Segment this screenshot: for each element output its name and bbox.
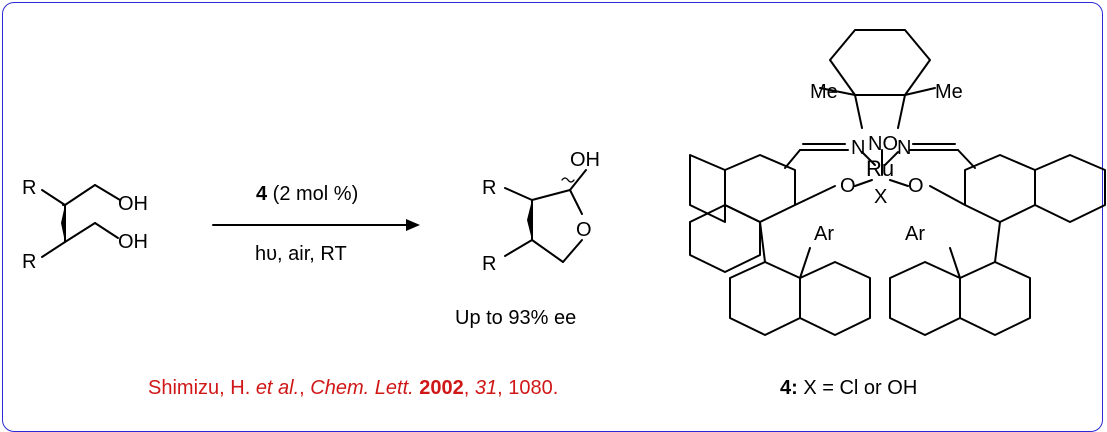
caption-number: 4:	[780, 377, 798, 399]
reaction-arrow	[212, 219, 420, 231]
catalyst-no: NO	[868, 133, 898, 155]
product-oh: OH	[570, 149, 600, 171]
catalyst-structure	[689, 29, 1106, 336]
reaction-scheme: R R OH OH R R OH O Me Me N N NO Ru O O X…	[22, 29, 1106, 336]
catalyst-number: 4	[256, 183, 268, 205]
citation-year: 2002	[419, 377, 464, 399]
catalyst-ar-left: Ar	[814, 223, 834, 245]
catalyst-caption: 4: X = Cl or OH	[780, 377, 917, 400]
catalyst-ru: Ru	[866, 156, 894, 181]
catalyst-n-right: N	[897, 137, 911, 159]
catalyst-x: X	[874, 186, 887, 208]
enantioselectivity-result: Up to 93% ee	[455, 307, 577, 329]
catalyst-o-left: O	[840, 175, 856, 197]
citation-sep1: ,	[299, 377, 311, 399]
catalyst-n-left: N	[851, 137, 865, 159]
citation-journal: Chem. Lett.	[310, 377, 414, 399]
citation: Shimizu, H. et al., Chem. Lett. 2002, 31…	[148, 377, 558, 400]
catalyst-ar-right: Ar	[905, 223, 925, 245]
citation-etal: et al.	[255, 377, 300, 399]
citation-authors: Shimizu, H.	[148, 377, 256, 399]
citation-pages: , 1080.	[497, 377, 559, 399]
product-structure	[504, 169, 587, 263]
citation-volume: 31	[474, 377, 498, 399]
catalyst-loading: (2 mol %)	[267, 183, 359, 205]
catalyst-me-right: Me	[935, 81, 963, 103]
caption-text: X = Cl or OH	[797, 377, 918, 399]
substrate-structure	[41, 184, 121, 258]
substrate-r-top: R	[22, 177, 36, 199]
catalyst-me-left: Me	[810, 81, 838, 103]
substrate-oh-bottom: OH	[118, 231, 148, 253]
substrate-r-bottom: R	[22, 251, 36, 273]
citation-sep3: ,	[463, 377, 475, 399]
product-r-bottom: R	[482, 253, 496, 275]
product-r-top: R	[482, 177, 496, 199]
reaction-conditions: hυ, air, RT	[255, 243, 347, 265]
substrate-oh-top: OH	[118, 193, 148, 215]
catalyst-o-right: O	[908, 175, 924, 197]
catalyst-conditions: 4 (2 mol %)	[256, 183, 358, 206]
product-ring-oxygen: O	[576, 219, 592, 241]
